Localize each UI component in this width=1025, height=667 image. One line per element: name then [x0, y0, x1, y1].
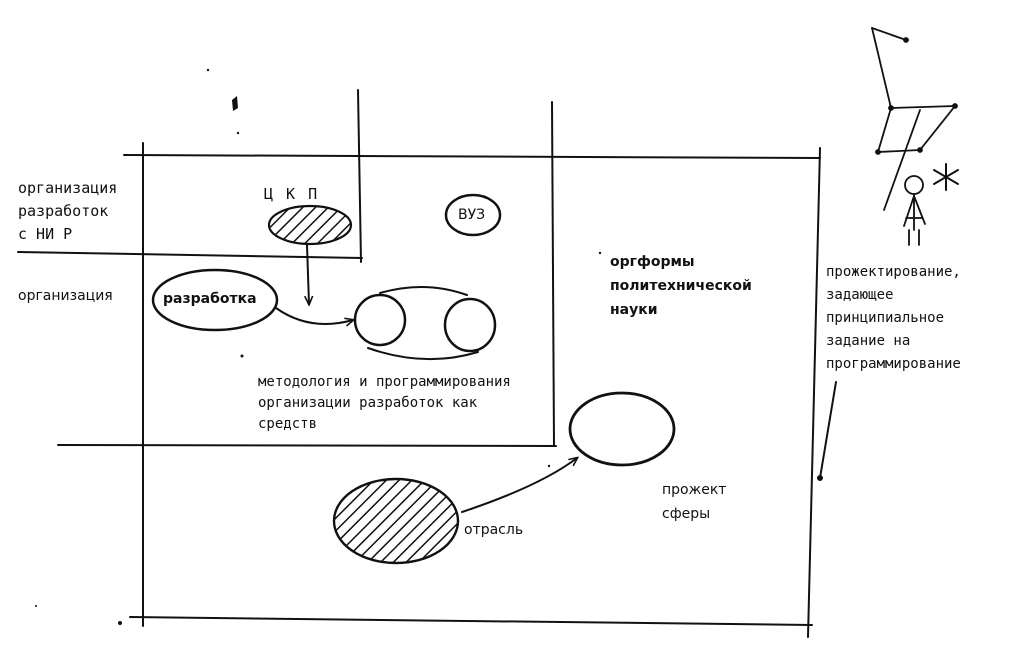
- stray-marks: [35, 68, 602, 625]
- org-dev-label-line1: организация: [18, 179, 118, 197]
- orgforms-label-line2: политехнической: [610, 278, 752, 294]
- orgforms-label-line1: оргформы: [610, 254, 695, 270]
- orgforms-label-line3: науки: [610, 302, 658, 318]
- vuz-label: ВУЗ: [458, 207, 486, 223]
- projecting-label-line1: прожектирование,: [826, 264, 961, 280]
- razrabotka-ellipse: [151, 268, 279, 332]
- otrasl-to-project-arrow: [461, 458, 577, 513]
- middle-horizontal-line: [57, 444, 557, 447]
- razrabotka-to-method-arrow: [275, 307, 353, 324]
- vuz-ellipse: [444, 193, 502, 237]
- frame-right-line: [807, 147, 821, 638]
- razrabotka-label: разработка: [163, 291, 257, 307]
- methodology-label-line1: методология и программирования: [258, 374, 511, 390]
- projecting-label-line3: принципиальное: [826, 310, 945, 326]
- method-arc-top: [379, 286, 468, 296]
- projecting-pointer-line: [819, 381, 837, 479]
- otrasl-label: отрасль: [464, 522, 524, 538]
- projecting-pointer-dot: [817, 475, 823, 481]
- asterisk-icon: [933, 163, 959, 191]
- projecting-label-line4: задание на: [826, 333, 911, 349]
- method-circle-left: [353, 293, 407, 347]
- tskp-label: Ц К П: [264, 185, 320, 203]
- methodology-label-line2: организации разработок как: [258, 395, 478, 411]
- tskp-ellipse: [267, 204, 353, 246]
- org-label: организация: [18, 288, 113, 304]
- orgforms-divider-line: [551, 101, 555, 446]
- project-sphere-ellipse: [568, 391, 676, 467]
- project-label-line2: сферы: [662, 506, 711, 522]
- otrasl-ellipse: [332, 477, 460, 565]
- frame-top-line: [123, 154, 821, 159]
- method-circle-right: [443, 297, 497, 353]
- project-label-line1: прожект: [662, 482, 727, 498]
- method-arc-bottom: [367, 347, 479, 361]
- org-dev-label-line3: с НИ Р: [18, 225, 73, 243]
- ckp-zone-right-line: [357, 89, 362, 263]
- frame-bottom-line: [129, 616, 813, 626]
- tskp-arrow: [307, 244, 309, 304]
- projecting-label-line2: задающее: [826, 287, 894, 303]
- org-dev-label-line2: разработок: [18, 202, 109, 220]
- stick-figure-icon: [871, 27, 958, 246]
- methodology-label-line3: средств: [258, 416, 318, 432]
- ckp-zone-bottom-line: [17, 251, 363, 259]
- projecting-label-line5: программирование: [826, 356, 961, 372]
